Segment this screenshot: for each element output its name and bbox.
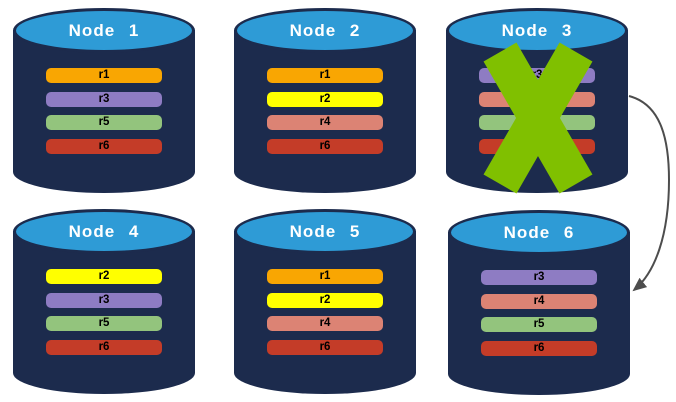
node-1: Node 1 r1 r3 r5 r6 xyxy=(13,8,195,193)
replica-bar-r1: r1 xyxy=(46,68,162,83)
replica-bar-r1: r1 xyxy=(267,68,383,83)
replica-bar-r6: r6 xyxy=(267,340,383,355)
node-3-failed: Node 3 r3 xyxy=(446,8,628,194)
cylinder-body xyxy=(234,30,416,193)
replica-bar-r2: r2 xyxy=(267,293,383,308)
cylinder-body xyxy=(448,232,630,395)
cylinder-top: Node 4 xyxy=(13,209,195,254)
replica-bar-r6: r6 xyxy=(46,139,162,154)
replica-bar-r4: r4 xyxy=(267,115,383,130)
node-title: Node 3 xyxy=(501,20,573,40)
cylinder-body xyxy=(13,30,195,193)
replica-bar-r3: r3 xyxy=(481,270,597,285)
node-title: Node 5 xyxy=(289,221,361,241)
cylinder-top: Node 1 xyxy=(13,8,195,53)
node-4: Node 4 r2 r3 r5 r6 xyxy=(13,209,195,394)
replica-bar-r2: r2 xyxy=(46,269,162,284)
x-stroke xyxy=(483,42,593,194)
replica-bar-r4: r4 xyxy=(481,294,597,309)
cylinder-top: Node 5 xyxy=(234,209,416,254)
node-title: Node 4 xyxy=(68,221,140,241)
cylinder-top: Node 6 xyxy=(448,210,630,255)
replica-bar-r6: r6 xyxy=(267,139,383,154)
node-title: Node 6 xyxy=(503,222,575,242)
replica-bar-r6: r6 xyxy=(481,341,597,356)
replica-bar-r2: r2 xyxy=(267,92,383,107)
cylinder-top: Node 2 xyxy=(234,8,416,53)
node-2: Node 2 r1 r2 r4 r6 xyxy=(234,8,416,193)
replica-bar-r5: r5 xyxy=(46,316,162,331)
replica-bar-r6: r6 xyxy=(46,340,162,355)
replica-bar-r1: r1 xyxy=(267,269,383,284)
node-5: Node 5 r1 r2 r4 r6 xyxy=(234,209,416,394)
cylinder-top: Node 3 xyxy=(446,8,628,53)
cylinder-body xyxy=(234,231,416,394)
replica-bar-r5: r5 xyxy=(46,115,162,130)
arrow-curve xyxy=(628,95,671,292)
cylinder-body xyxy=(13,231,195,394)
node-6: Node 6 r3 r4 r5 r6 xyxy=(448,210,630,395)
replica-bar-r4: r4 xyxy=(267,316,383,331)
replica-bar-r3: r3 xyxy=(46,293,162,308)
replica-bar-r5: r5 xyxy=(481,317,597,332)
replica-bar-r3: r3 xyxy=(46,92,162,107)
node-title: Node 1 xyxy=(68,20,140,40)
failure-x-icon xyxy=(483,42,593,194)
node-title: Node 2 xyxy=(289,20,361,40)
